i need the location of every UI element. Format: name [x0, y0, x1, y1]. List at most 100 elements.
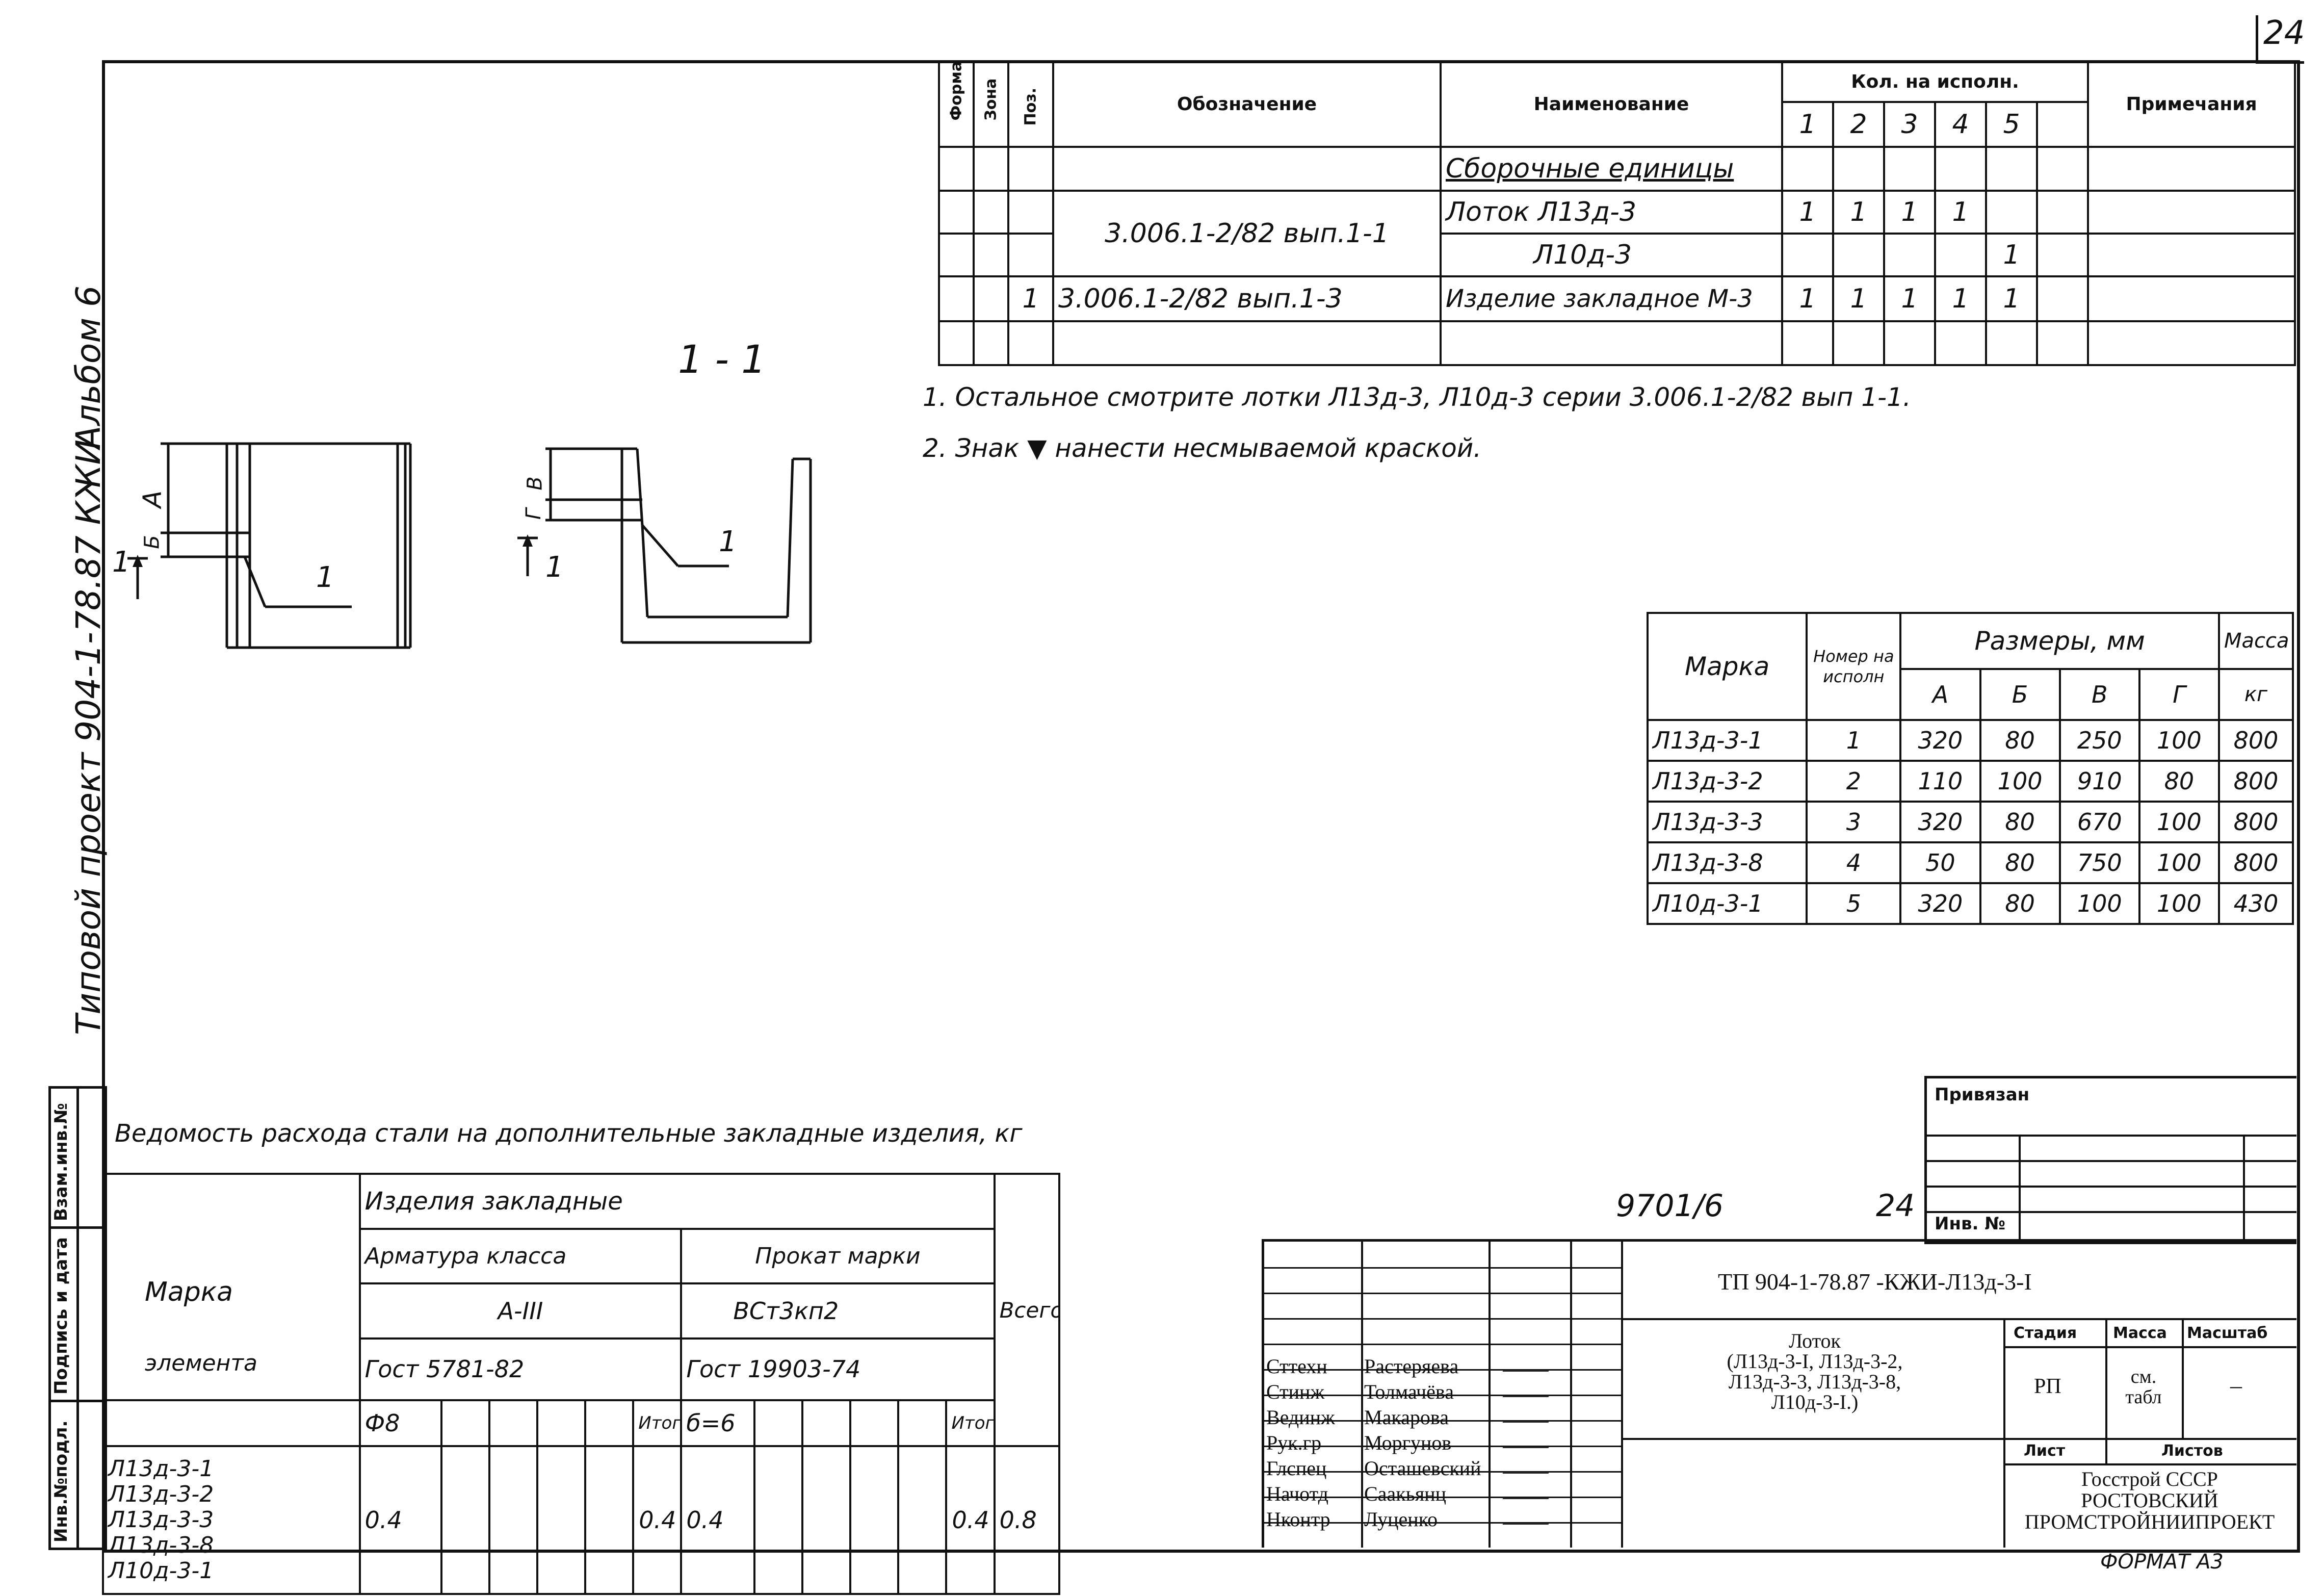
- spec-row-3-q5: 1: [1985, 275, 2038, 322]
- size-row-3-b: 80: [1979, 801, 2061, 843]
- size-h-v: В: [2058, 668, 2140, 721]
- dim-g: Г: [522, 508, 546, 520]
- steel-h-products: Изделия закладные: [358, 1173, 996, 1230]
- size-row-4-g: 100: [2138, 841, 2220, 884]
- role-5: Глспец: [1266, 1457, 1327, 1480]
- steel-gost2: Гост 19903-74: [680, 1337, 996, 1402]
- size-row-1-a: 320: [1899, 719, 1981, 762]
- steel-arm-class: А-III: [358, 1282, 683, 1340]
- steel-h-prokat: Прокат марки: [680, 1227, 996, 1285]
- dim-b: Б: [140, 535, 164, 549]
- size-row-3-a: 320: [1899, 801, 1981, 843]
- size-row-4-a: 50: [1899, 841, 1981, 884]
- size-row: Л13д-3-1 1 320 80 250 100 800: [1646, 719, 2294, 762]
- person-5: Осташевский: [1364, 1457, 1481, 1480]
- h-format: Формат: [947, 61, 965, 120]
- note-1: 1. Остальное смотрите лотки Л13д-3, Л10д…: [923, 382, 1911, 412]
- spec-row-3-designation: 3.006.1-2/82 вып.1-3: [1052, 275, 1442, 322]
- h-qty-6: [2035, 101, 2090, 148]
- spec-section: Сборочные единицы: [1440, 146, 1783, 192]
- spec-row-1-q5: [1985, 190, 2038, 235]
- person-4: Моргунов: [1364, 1431, 1452, 1454]
- signature-2: [1502, 1393, 1551, 1397]
- h-qty: Кол. на исполн.: [1781, 60, 2090, 103]
- size-row-4-v: 750: [2058, 841, 2140, 884]
- size-h-g: Г: [2138, 668, 2220, 721]
- title-stamp: Сттехн Стинж Вединж Рук.гр Глспец Начотд…: [1262, 1239, 2296, 1548]
- spec-row-2-q5: 1: [1985, 233, 2038, 277]
- stamp-podpis: Подпись и дата: [51, 1237, 71, 1395]
- size-row: Л13д-3-2 2 110 100 910 80 800: [1646, 760, 2294, 803]
- section-label: 1 - 1: [678, 337, 766, 382]
- size-row-5-a: 320: [1899, 882, 1981, 925]
- spec-row-3-pos: 1: [1007, 275, 1054, 322]
- size-row-1-g: 100: [2138, 719, 2220, 762]
- signature-1: [1502, 1367, 1551, 1372]
- signature-3: [1502, 1418, 1551, 1423]
- stage-value: РП: [2034, 1375, 2061, 1398]
- steel-marks: Л13д-3-1 Л13д-3-2 Л13д-3-3 Л13д-3-8 Л10д…: [102, 1445, 361, 1595]
- h-pos: Поз.: [1022, 87, 1040, 125]
- h-qty-4: 4: [1934, 101, 1987, 148]
- signature-6: [1502, 1495, 1551, 1499]
- spec-row-1-q4: 1: [1934, 190, 1987, 235]
- steel-itogo-2: Итого: [945, 1399, 996, 1447]
- size-row-3-v: 670: [2058, 801, 2140, 843]
- size-row-4-marka: Л13д-3-8: [1646, 841, 1808, 884]
- steel-h-marka: Марка: [145, 1277, 233, 1307]
- size-row-2-g: 80: [2138, 760, 2220, 803]
- size-h-marka: Марка: [1646, 612, 1808, 721]
- hand-sheet: 24: [1876, 1188, 1915, 1224]
- dim-a: А: [138, 490, 168, 508]
- h-qty-2: 2: [1832, 101, 1885, 148]
- org-name: Госстрой СССР РОСТОВСКИЙ ПРОМСТРОЙНИИПРО…: [2024, 1468, 2275, 1533]
- stamp-vzam: Взам.инв.№: [51, 1103, 71, 1221]
- size-row-2-marka: Л13д-3-2: [1646, 760, 1808, 803]
- role-6: Начотд: [1266, 1482, 1328, 1505]
- size-row-3-num: 3: [1806, 801, 1902, 843]
- spec-row-3-q2: 1: [1832, 275, 1885, 322]
- spec-row-3-q1: 1: [1781, 275, 1834, 322]
- size-row-2-b: 100: [1979, 760, 2061, 803]
- inv-label: Инв. №: [1935, 1214, 2006, 1234]
- h-qty-5: 5: [1985, 101, 2038, 148]
- spec-row-3-q4: 1: [1934, 275, 1987, 322]
- size-row-2-v: 910: [2058, 760, 2140, 803]
- person-2: Толмачёва: [1364, 1380, 1454, 1403]
- note-2: 2. Знак ▼ нанести несмываемой краской.: [923, 433, 1482, 463]
- signature-4: [1502, 1444, 1551, 1448]
- hand-number: 9701/6: [1616, 1188, 1724, 1224]
- steel-v5: 0.8: [993, 1445, 1061, 1595]
- mass-header: Масса: [2113, 1324, 2167, 1342]
- cut-mark-right: 1: [545, 551, 564, 584]
- size-row-2-num: 2: [1806, 760, 1902, 803]
- page-number: 24: [2263, 14, 2305, 52]
- size-row-5-v: 100: [2058, 882, 2140, 925]
- size-h-mass: Масса: [2217, 612, 2294, 670]
- steel-v4: 0.4: [945, 1445, 996, 1595]
- spec-row-1-q2: 1: [1832, 190, 1885, 235]
- spec-row-3-name: Изделие закладное М-3: [1440, 275, 1783, 322]
- stamp-inv: Инв.№подл.: [51, 1420, 71, 1542]
- h-designation: Обозначение: [1052, 60, 1442, 148]
- format-label: ФОРМАТ А3: [2100, 1550, 2224, 1574]
- leader-left: 1: [316, 561, 334, 594]
- role-4: Рук.гр: [1266, 1431, 1322, 1454]
- privyazan-label: Привязан: [1935, 1085, 2030, 1105]
- size-row-3-m: 800: [2217, 801, 2294, 843]
- role-1: Сттехн: [1266, 1355, 1327, 1378]
- spec-row-1-name: Лоток Л13д-3: [1440, 190, 1783, 235]
- role-2: Стинж: [1266, 1380, 1325, 1403]
- size-row-5-b: 80: [1979, 882, 2061, 925]
- size-row-4-m: 800: [2217, 841, 2294, 884]
- project-label: Типовой проект 904-1-78.87 КЖИ: [69, 439, 108, 1035]
- h-name: Наименование: [1440, 60, 1783, 148]
- size-row-2-m: 800: [2217, 760, 2294, 803]
- mass-value: см. табл: [2125, 1366, 2162, 1408]
- size-h-mass-unit: кг: [2217, 668, 2294, 721]
- size-row: Л13д-3-8 4 50 80 750 100 800: [1646, 841, 2294, 884]
- scale-header: Масштаб: [2187, 1324, 2268, 1342]
- size-row-2-a: 110: [1899, 760, 1981, 803]
- size-h-a: А: [1899, 668, 1981, 721]
- size-row-5-g: 100: [2138, 882, 2220, 925]
